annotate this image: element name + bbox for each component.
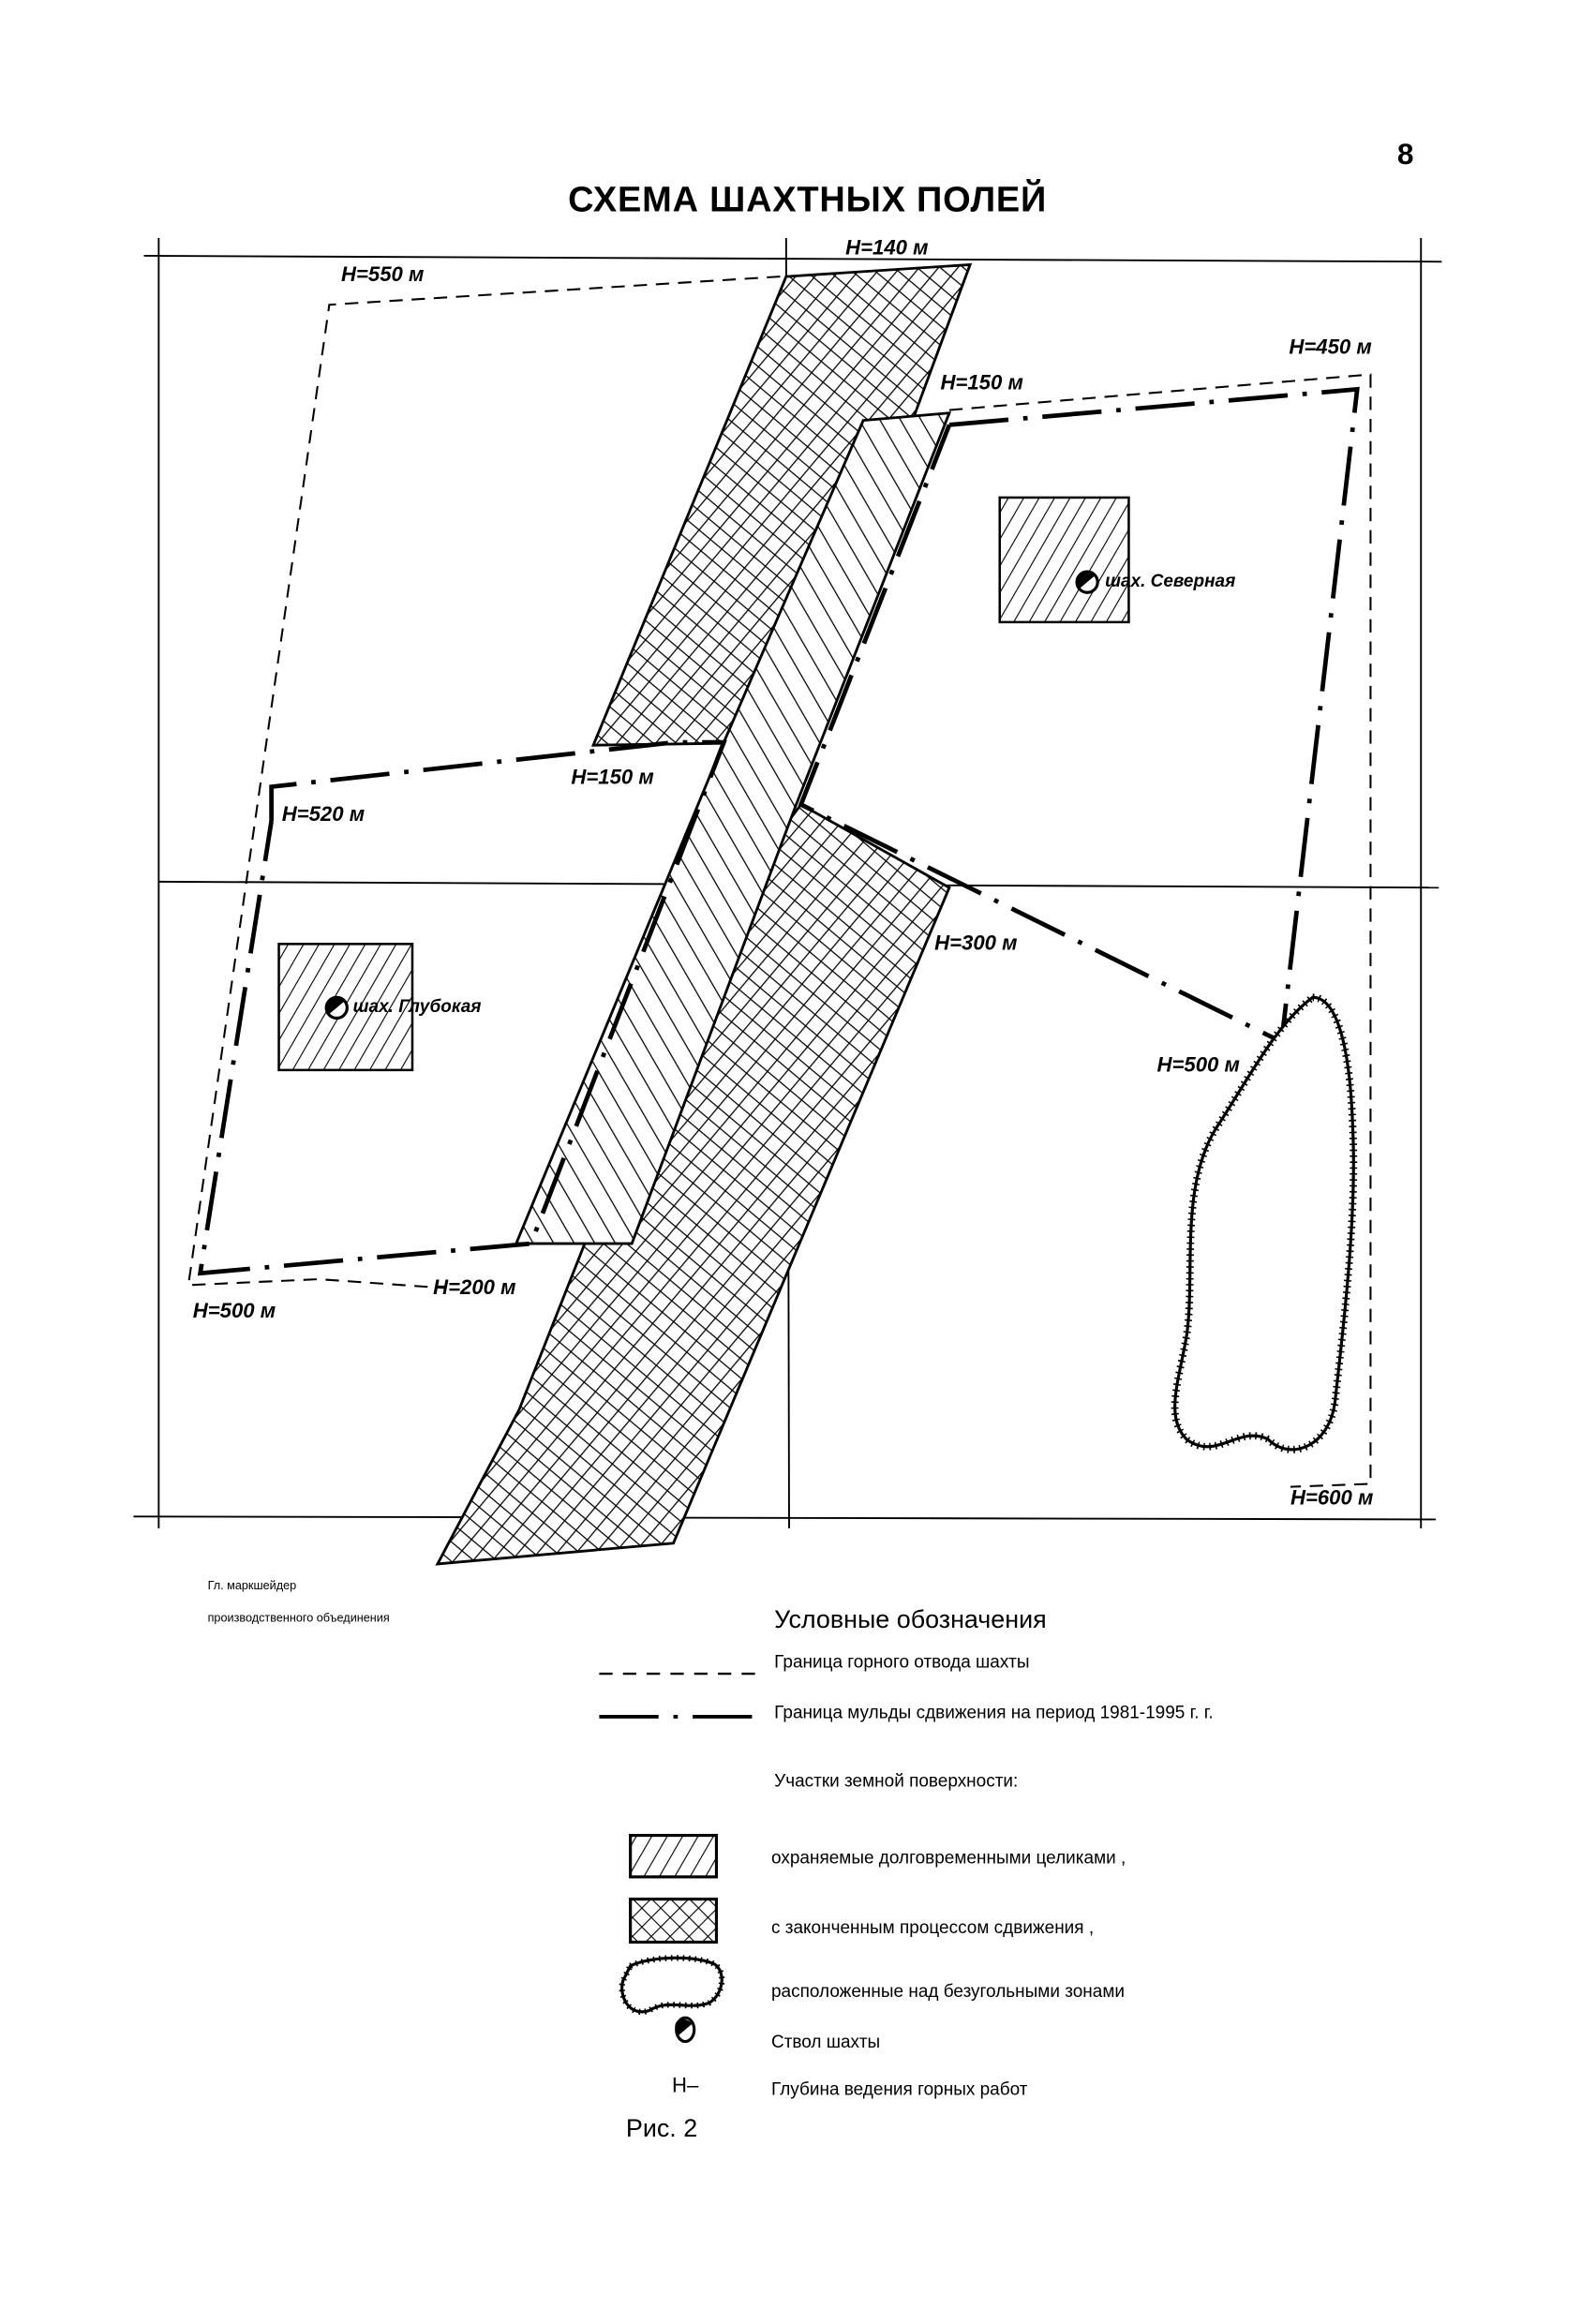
depth-label: H=550 м (341, 262, 424, 286)
mine-label-severnaya: шах. Северная (1105, 572, 1235, 591)
depth-label: H=200 м (433, 1275, 515, 1299)
legend: Условные обозначения Граница горного отв… (599, 1605, 1214, 2142)
legend-item-label: Граница горного отвода шахты (774, 1653, 1029, 1673)
coal-free-zone (1173, 995, 1355, 1452)
mine-shaft-icon (1075, 570, 1099, 594)
mine-shaft-icon (324, 995, 349, 1020)
depth-labels: H=140 м H=550 м H=150 м H=450 м H=150 м … (193, 235, 1374, 1509)
depth-label: H=140 м (845, 235, 928, 259)
depth-label: H=150 м (571, 765, 653, 788)
mine-shaft-icon (675, 2016, 696, 2044)
depth-label: H=500 м (1157, 1052, 1240, 1076)
legend-item-label: расположенные над безугольными зонами (771, 1982, 1125, 2002)
legend-surface-heading: Участки земной поверхности: (774, 1771, 1018, 1791)
legend-heading: Условные обозначения (774, 1605, 1047, 1633)
depth-label: H=600 м (1290, 1486, 1373, 1510)
legend-item-label: охраняемые долговременными целиками , (771, 1849, 1126, 1869)
pillar-severnaya (998, 496, 1130, 624)
mine-label-glubokaya: шах. Глубокая (353, 997, 482, 1017)
depth-label: H=450 м (1289, 335, 1371, 358)
depth-label: H=300 м (934, 931, 1017, 955)
figure-caption: Рис. 2 (626, 2114, 697, 2142)
signature-line-2: производственного объединения (208, 1612, 390, 1625)
depth-label: H=500 м (193, 1299, 276, 1322)
depth-marker-icon: Н– (672, 2073, 699, 2096)
legend-item-label: Глубина ведения горных работ (771, 2080, 1028, 2100)
cross-hatch-icon (629, 1898, 719, 1944)
legend-item-label: Граница мульды сдвижения на период 1981-… (774, 1704, 1213, 1723)
signature-line-1: Гл. маркшейдер (208, 1579, 297, 1592)
legend-item-label: Ствол шахты (771, 2033, 880, 2052)
mining-allotment-boundary (186, 276, 1372, 1488)
page-number: 8 (1397, 137, 1414, 171)
page-title: СХЕМА ШАХТНЫХ ПОЛЕЙ (568, 177, 1047, 219)
depth-label: H=520 м (282, 802, 365, 826)
hachured-outline-ticks (619, 1955, 725, 2015)
depth-label: H=150 м (940, 370, 1022, 394)
legend-item-label: с законченным процессом сдвижения , (771, 1918, 1094, 1938)
diagonal-hatch-icon (629, 1833, 719, 1879)
